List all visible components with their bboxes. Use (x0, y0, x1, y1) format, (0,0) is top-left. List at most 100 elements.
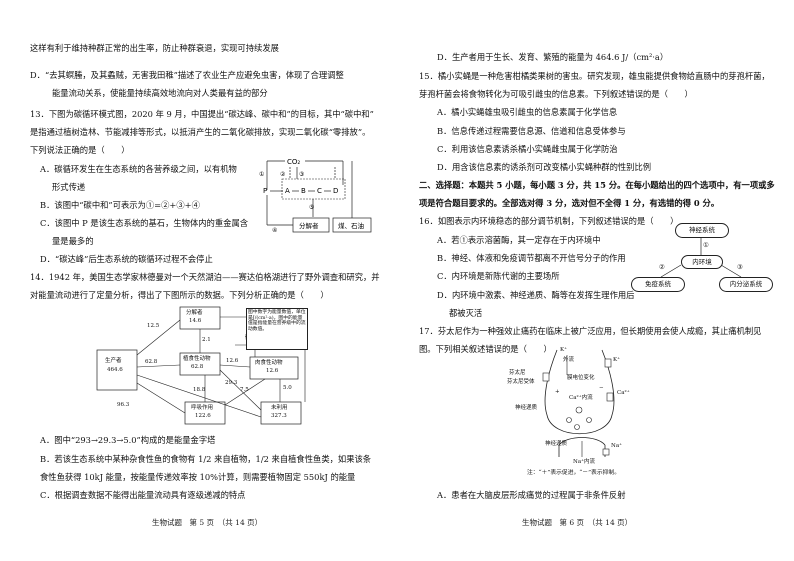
membrane-potential-label: 膜电位变化 (567, 375, 595, 381)
section-heading: 二、选择题：本题共 5 小题，每小题 3 分，共 15 分。在每小题给出的四个选… (419, 180, 775, 190)
promote-sign: + (555, 389, 560, 395)
q16-option-a: A．若①表示溶菌酶，其一定存在于内环境中 (437, 235, 601, 245)
respiration-value: 122.6 (195, 413, 211, 419)
text-line: D．生产者用于生长、发育、繁殖的能量为 464.6 J/（cm²·a） (437, 52, 669, 62)
homeostasis-diagram: 神经系统 内环境 免疫系统 内分泌系统 ① ② ③ (629, 222, 774, 294)
left-page: 这样有利于维持种群正常的出生率，防止种群衰退，实现可持续发展 D．“去其螟螣，及… (30, 43, 380, 527)
number-label: ① (259, 171, 264, 178)
edge-label: 12.6 (226, 358, 239, 364)
number-label: ② (659, 263, 665, 271)
q15-option-d: D．用含该信息素的诱杀剂可改变橘小实蝇种群的性别比例 (437, 162, 652, 172)
calcium-label: Ca²⁺ (617, 390, 630, 396)
receptor-label: 芬太尼受体 (507, 379, 535, 385)
unused-value: 327.3 (271, 413, 287, 419)
number-label: ⑤ (309, 204, 314, 211)
number-label: ① (703, 241, 709, 249)
edge-label: 62.8 (145, 359, 158, 365)
endocrine-system-box: 内分泌系统 (719, 277, 773, 292)
nervous-system-box: 神经系统 (675, 223, 729, 238)
edge-label: 12.5 (147, 323, 160, 329)
decomposer-label: 分解者 (299, 221, 319, 230)
energy-flow-diagram: 生产者 464.6 分解者 14.6 植食性动物 62.8 肉食性动物 12.6… (85, 305, 315, 430)
internal-environment-box: 内环境 (681, 255, 723, 269)
unused-label: 未利用 (271, 405, 288, 411)
q14-stem: 对能量流动进行了定量分析，得出了下图所示的数据。下列分析正确的是（ ） (30, 290, 329, 300)
page-footer: 生物试题 第 5 页 （共 14 页） (152, 518, 263, 527)
neurotransmitter-label: 神经递质 (515, 405, 538, 411)
sodium-label: Na⁺ (611, 443, 622, 449)
q16-option-d: 都被灭活 (449, 308, 483, 318)
q13-option-b: B．该图中“碳中和”可表示为①=②+③+④ (40, 200, 200, 210)
q13-stem: 13．下图为碳循环模式图，2020 年 9 月，中国提出“碳达峰、碳中和”的目标… (30, 109, 374, 119)
immune-system-box: 免疫系统 (631, 277, 685, 292)
co2-label: CO₂ (287, 158, 300, 166)
page-footer: 生物试题 第 6 页 （共 14 页） (522, 518, 633, 527)
edge-label: 96.3 (117, 402, 130, 408)
q16-option-d: D．内环境中激素、神经递质、酶等在发挥生理作用后 (437, 290, 635, 300)
producer-label: 生产者 (105, 358, 122, 364)
number-label: ④ (272, 227, 277, 234)
carnivore-label: 肉食性动物 (255, 360, 283, 366)
d-label: D (333, 187, 338, 195)
number-label: ② (280, 171, 286, 178)
carnivore-value: 12.6 (266, 368, 279, 374)
neurotransmitter-label: 神经递质 (545, 441, 568, 447)
calcium-influx-label: Ca²⁺内流 (569, 395, 593, 401)
a-label: A (285, 187, 290, 195)
edge-label: 7.5 (240, 387, 249, 393)
q15-stem: 15．橘小实蝇是一种危害柑橘类果树的害虫。研究发现，雄虫能提供食物给直肠中的芽孢… (419, 71, 770, 81)
number-label: ③ (299, 171, 304, 178)
synapse-diagram: K⁺ 外流 K⁺ 芬太尼 芬太尼受体 膜电位变化 Ca²⁺ Ca²⁺内流 神经递… (507, 345, 657, 480)
c-label: C (317, 187, 322, 195)
carbon-cycle-diagram: CO₂ ① ② ③ P A B C D ⑤ ④ 分解者 煤、石油 (257, 157, 372, 239)
q16-stem: 16．如图表示内环境稳态的部分调节机制，下列叙述错误的是（ ） (419, 216, 679, 226)
q13-stem: 是指通过植树造林、节能减排等形式，以抵消产生的二氧化碳排放，实现二氧化碳“零排放… (30, 127, 371, 137)
text-line: 这样有利于维持种群正常的出生率，防止种群衰退，实现可持续发展 (30, 43, 279, 53)
number-label: ③ (737, 263, 743, 271)
potassium-label: K⁺ (613, 357, 621, 363)
sodium-influx-label: Na⁺内流 (573, 459, 595, 465)
q13-option-a: A．碳循环发生在生态系统的各营养级之间，以有机物 (40, 164, 237, 174)
q17-stem: 17．芬太尼作为一种强效止痛药在临床上被广泛应用，但长期使用会使人成瘾，其止痛机… (419, 326, 762, 336)
q14-option-a: A．图中“293→29.3→5.0”构成的是能量金字塔 (40, 435, 216, 445)
q17-stem: 图。下列相关叙述错误的是（ ） (419, 344, 552, 354)
q14-stem: 14．1942 年，美国生态学家林德曼对一个天然湖泊——赛达伯格湖进行了野外调查… (30, 272, 380, 282)
section-heading: 项是符合题目要求的。全部选对得 3 分，选对但不全得 1 分，有选错的得 0 分… (419, 198, 720, 208)
edge-label: 18.8 (193, 387, 206, 393)
text-line: 能量流动关系，使能量持续高效地流向对人类最有益的部分 (52, 88, 268, 98)
fentanyl-label: 芬太尼 (509, 370, 526, 376)
text-line: D．“去其螟螣，及其蟊贼，无害我田稚”描述了农业生产应避免虫害，体现了合理调整 (30, 70, 344, 80)
coal-label: 煤、石油 (338, 221, 364, 230)
right-page: D．生产者用于生长、发育、繁殖的能量为 464.6 J/（cm²·a） 15．橘… (397, 0, 794, 561)
q16-option-c: C．内环境是新陈代谢的主要场所 (437, 271, 560, 281)
decomposer-label: 分解者 (186, 310, 203, 316)
diagram-note: 注：“＋”表示促进，“－”表示抑制。 (527, 470, 621, 476)
decomposer-value: 14.6 (189, 318, 202, 324)
herbivore-label: 植食性动物 (183, 356, 211, 362)
q14-option-b: B．若该生态系统中某种杂食性鱼的食物有 1/2 来自植物，1/2 来自植食性鱼类… (40, 454, 372, 464)
q14-option-b: 食性鱼获得 10kJ 能量，按能量传递效率按 10%计算，则需要植物固定 550… (40, 472, 356, 482)
q13-option-d: D．“碳达峰”后生态系统的碳循环过程不会停止 (40, 254, 213, 264)
q15-stem: 芽孢杆菌会将食物转化为可吸引雌虫的信息素。下列叙述错误的是（ ） (419, 89, 693, 99)
q15-option-a: A．橘小实蝇雄虫吸引雌虫的信息素属于化学信息 (437, 107, 618, 117)
edge-label: 2.1 (202, 337, 211, 343)
q13-option-c: 量是最多的 (52, 236, 94, 246)
q13-option-c: C．该图中 P 是该生态系统的基石，生物体内的重金属含 (40, 218, 249, 228)
q14-option-c: C．根据调查数据不能得出能量流动具有逐级递减的特点 (40, 490, 246, 500)
respiration-label: 呼吸作用 (191, 405, 214, 411)
potassium-label: K⁺ (560, 347, 568, 353)
q13-stem: 下列说法正确的是（ ） (30, 145, 130, 155)
q13-option-a: 形式传递 (52, 182, 86, 192)
edge-label: 5.0 (283, 385, 292, 391)
q16-option-b: B．神经、体液和免疫调节都离不开信号分子的作用 (437, 253, 626, 263)
producer-value: 464.6 (107, 367, 123, 373)
q17-option-a: A．患者在大脑皮层形成痛觉的过程属于非条件反射 (437, 490, 626, 500)
potassium-efflux-label: 外流 (563, 357, 575, 363)
herbivore-value: 62.8 (191, 364, 204, 370)
q15-option-c: C．利用该信息素诱杀橘小实蝇雌虫属于化学防治 (437, 144, 618, 154)
edge-label: 29.3 (225, 380, 238, 386)
b-label: B (301, 187, 306, 195)
energy-unit-note: 图中数字为能量数值，单位是J/(cm²·a)，图中的能量值是指能量在营养级中的流… (246, 308, 308, 350)
inhibit-sign: − (599, 385, 604, 391)
q15-option-b: B．信息传递过程需要信息源、信道和信息受体参与 (437, 126, 626, 136)
